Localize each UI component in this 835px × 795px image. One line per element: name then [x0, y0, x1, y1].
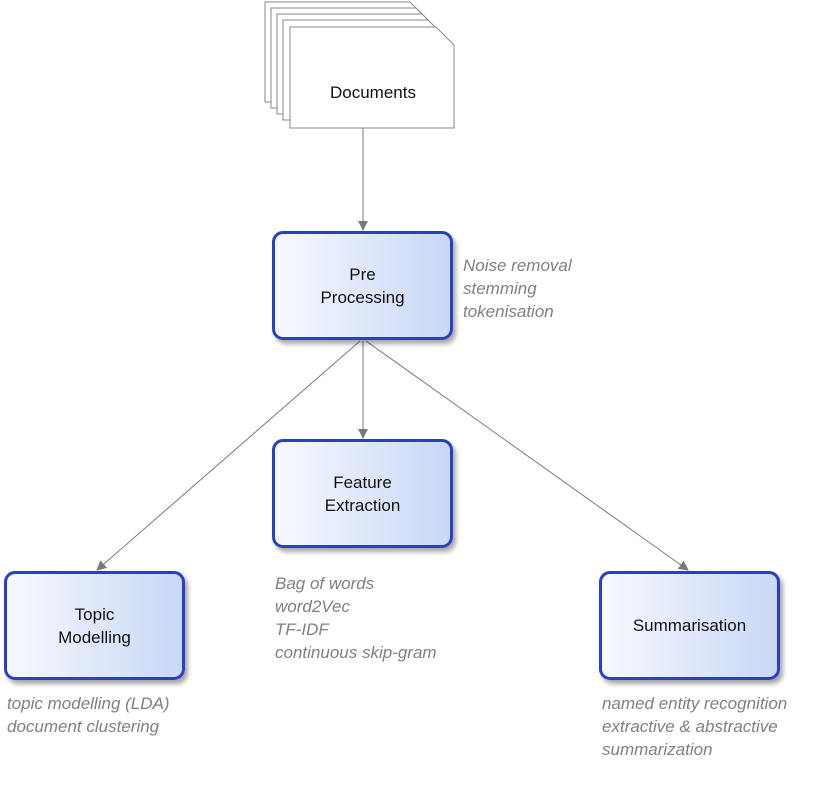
documents-label: Documents [292, 60, 454, 126]
feature-extraction-note-line: continuous skip-gram [275, 643, 437, 662]
preprocessing-note-line: stemming [463, 279, 537, 298]
feature-extraction-note-line: Bag of words [275, 574, 375, 593]
document-page-5 [289, 26, 455, 129]
arrow-preprocessing-to-summarisation [365, 340, 689, 571]
feature-extraction-node[interactable]: Feature Extraction [272, 439, 453, 548]
feature-extraction-label-line-2: Extraction [324, 495, 401, 515]
documents-label-text: Documents [330, 83, 416, 102]
preprocessing-label-line-1: Pre [349, 264, 376, 284]
topic-modelling-label-line-1: Topic [74, 604, 115, 624]
preprocessing-node[interactable]: Pre Processing [272, 231, 453, 340]
summarisation-note-line: named entity recognition [602, 694, 788, 713]
topic-modelling-note: topic modelling (LDA) document clusterin… [7, 692, 170, 738]
topic-modelling-node[interactable]: Topic Modelling [4, 571, 185, 680]
summarisation-node[interactable]: Summarisation [599, 571, 780, 680]
preprocessing-note: Noise removal stemming tokenisation [463, 254, 572, 323]
feature-extraction-note: Bag of words word2Vec TF-IDF continuous … [275, 572, 437, 664]
preprocessing-note-line: Noise removal [463, 256, 572, 275]
preprocessing-label-line-2: Processing [320, 287, 405, 307]
documents-stack-icon [264, 1, 455, 129]
feature-extraction-label-line-1: Feature [333, 472, 392, 492]
feature-extraction-note-line: word2Vec [275, 597, 350, 616]
preprocessing-note-line: tokenisation [463, 302, 554, 321]
topic-modelling-label-line-2: Modelling [58, 627, 131, 647]
summarisation-note-line: extractive & abstractive [602, 717, 778, 736]
topic-modelling-note-line: document clustering [7, 717, 160, 736]
topic-modelling-note-line: topic modelling (LDA) [7, 694, 170, 713]
feature-extraction-note-line: TF-IDF [275, 620, 329, 639]
arrow-preprocessing-to-topic-modelling [96, 340, 361, 571]
summarisation-label-line-1: Summarisation [632, 616, 747, 635]
summarisation-note: named entity recognition extractive & ab… [602, 692, 787, 761]
summarisation-note-line: summarization [602, 740, 713, 759]
